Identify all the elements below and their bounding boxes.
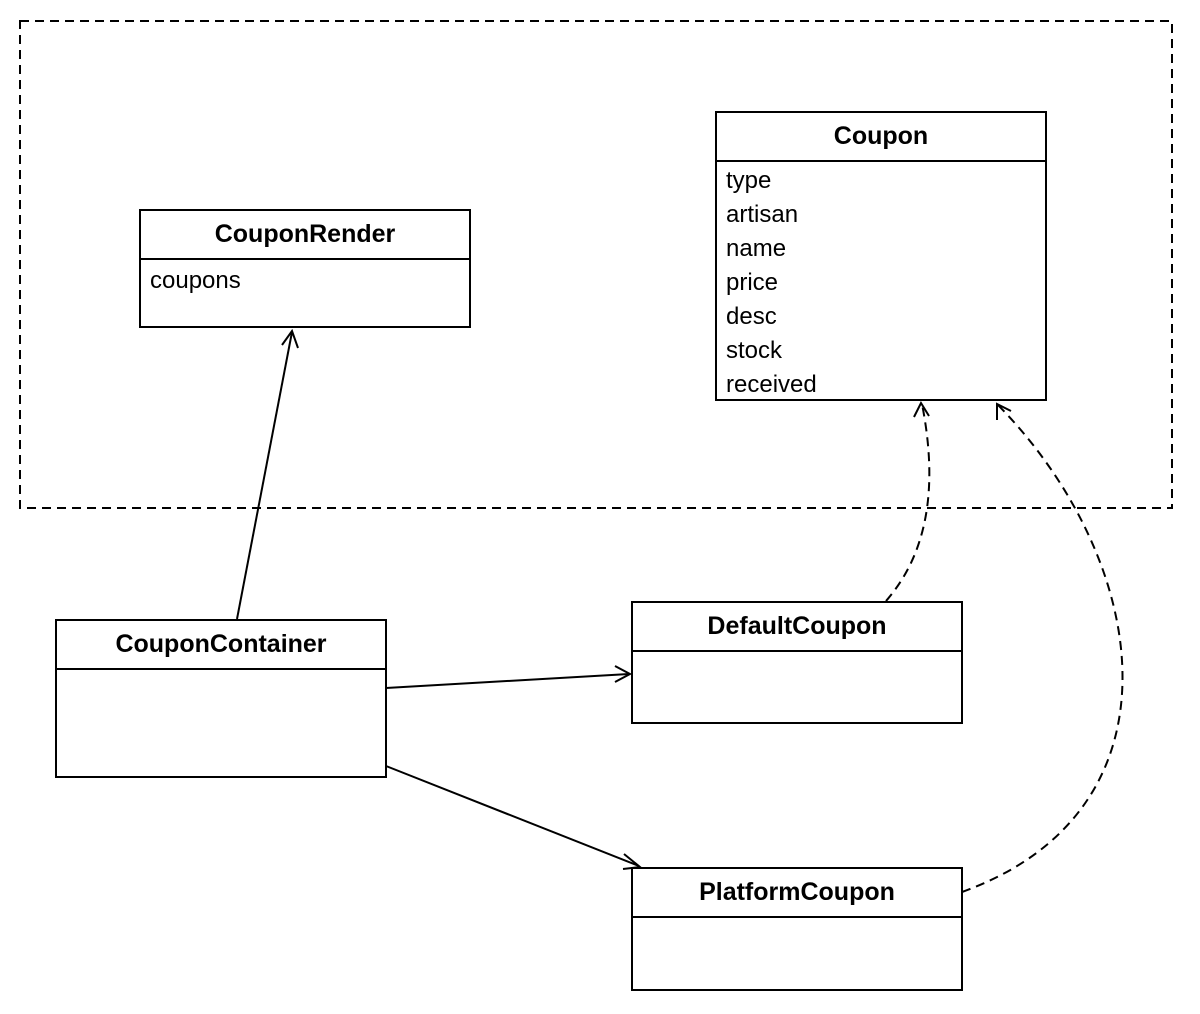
class-title: Coupon [717, 113, 1045, 162]
attribute-price: price [726, 269, 779, 296]
class-coupon-render: CouponRender coupons [139, 209, 471, 328]
attribute-artisan: artisan [726, 201, 799, 228]
attribute-stock: stock [726, 337, 783, 364]
attribute-name: name [726, 235, 787, 262]
class-attributes [633, 652, 961, 656]
class-title: PlatformCoupon [633, 869, 961, 918]
relation-container-to-render [236, 328, 299, 620]
attribute-received: received [726, 371, 817, 398]
relation-default-to-coupon [885, 400, 931, 602]
class-title: CouponRender [141, 211, 469, 260]
attribute-desc: desc [726, 303, 777, 330]
class-attributes: type artisan name price desc stock recei… [717, 162, 1045, 402]
class-coupon-container: CouponContainer [55, 619, 387, 778]
class-attributes [57, 670, 385, 674]
attribute-type: type [726, 167, 772, 194]
class-attributes: coupons [141, 260, 469, 298]
class-default-coupon: DefaultCoupon [631, 601, 963, 724]
relation-container-to-platform [385, 765, 643, 870]
class-title: DefaultCoupon [633, 603, 961, 652]
class-title: CouponContainer [57, 621, 385, 670]
package-boundary [19, 20, 1173, 509]
class-attributes [633, 918, 961, 922]
relation-container-to-default [385, 665, 633, 689]
class-platform-coupon: PlatformCoupon [631, 867, 963, 991]
class-coupon: Coupon type artisan name price desc stoc… [715, 111, 1047, 401]
attribute-coupons: coupons [150, 267, 241, 294]
relation-platform-to-coupon [961, 402, 1124, 893]
